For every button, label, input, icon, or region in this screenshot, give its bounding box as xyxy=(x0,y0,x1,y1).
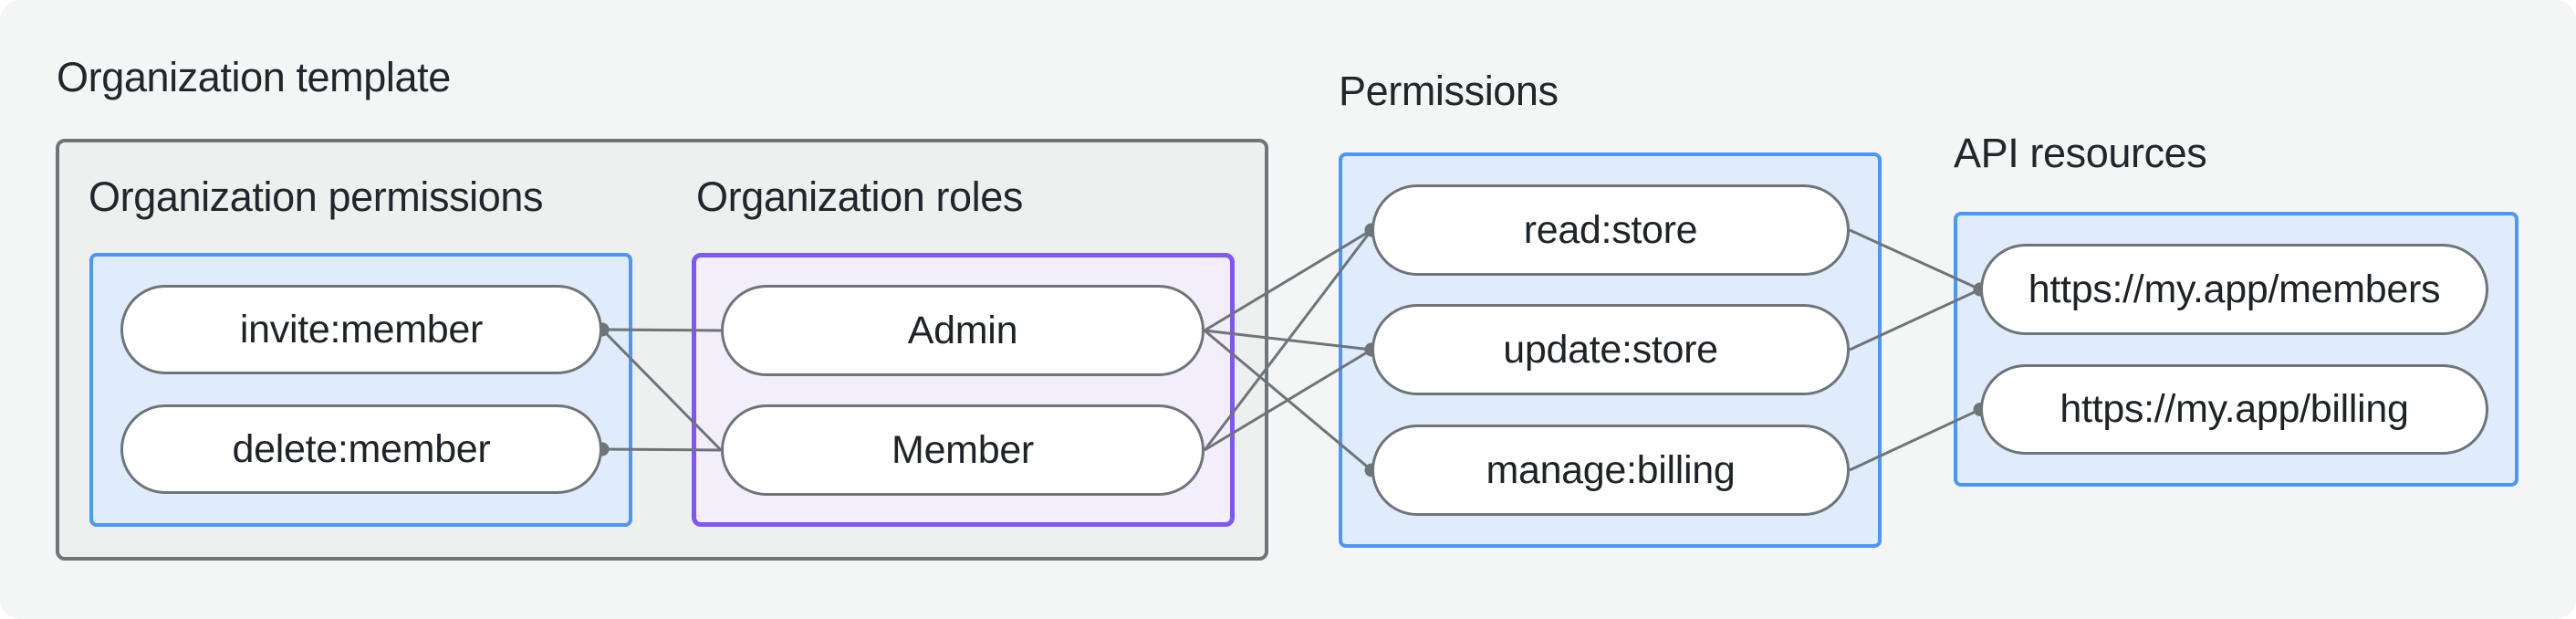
pill-invite-member: invite:member xyxy=(120,285,602,374)
pill-api-billing-url: https://my.app/billing xyxy=(1980,364,2488,455)
pill-update-store: update:store xyxy=(1371,304,1850,395)
pill-manage-billing: manage:billing xyxy=(1371,425,1850,516)
organization-roles-heading: Organization roles xyxy=(696,173,1023,220)
organization-permissions-heading: Organization permissions xyxy=(89,173,544,220)
permissions-heading: Permissions xyxy=(1339,68,1559,114)
pill-admin-role: Admin xyxy=(721,285,1205,376)
api-resources-heading: API resources xyxy=(1954,130,2207,176)
pill-api-members-url: https://my.app/members xyxy=(1980,244,2488,335)
organization-template-heading: Organization template xyxy=(57,54,451,100)
pill-read-store: read:store xyxy=(1371,184,1850,276)
pill-member-role: Member xyxy=(721,404,1205,496)
pill-delete-member: delete:member xyxy=(120,404,602,494)
